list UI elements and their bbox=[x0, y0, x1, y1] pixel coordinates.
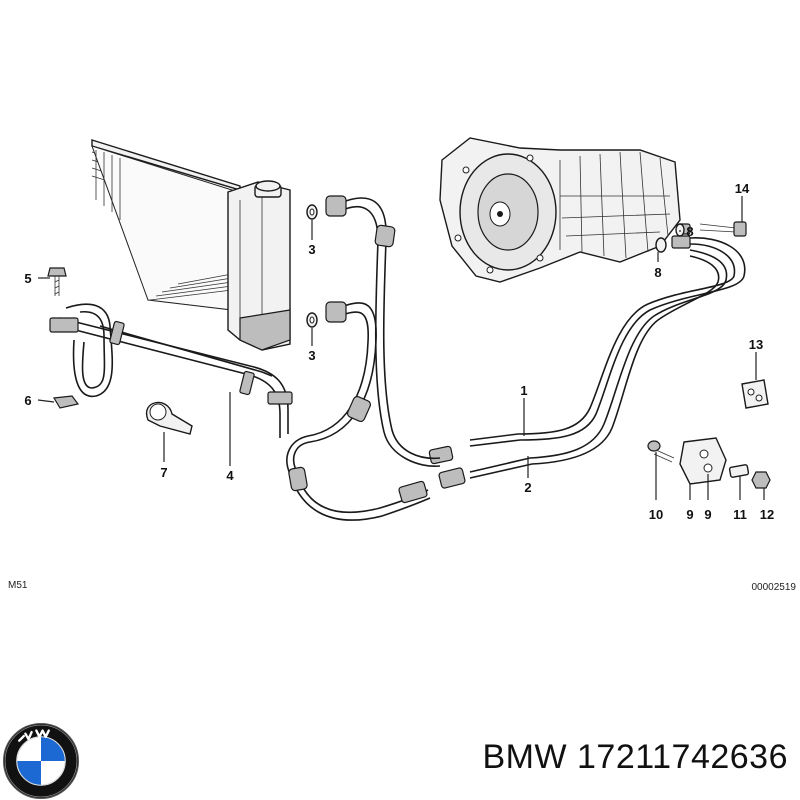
brand-name: BMW bbox=[482, 738, 568, 776]
callout-5: 5 bbox=[24, 271, 31, 286]
holder-bracket-9 bbox=[679, 437, 727, 485]
drawing-number: 00002519 bbox=[752, 582, 797, 593]
part-caption: BMW 17211742636 bbox=[482, 738, 788, 777]
callout-2: 2 bbox=[524, 480, 531, 495]
cooler-line-1 bbox=[469, 237, 746, 447]
callout-3-lower: 3 bbox=[308, 348, 315, 363]
leader-lines bbox=[37, 196, 765, 500]
callout-8-lower: 8 bbox=[654, 265, 661, 280]
hose-clamp-7 bbox=[145, 401, 193, 435]
hollow-bolt-14 bbox=[699, 221, 747, 237]
callout-4: 4 bbox=[226, 468, 234, 483]
transmission-housing bbox=[439, 137, 691, 283]
sealing-ring-3a bbox=[306, 204, 318, 220]
callout-9-right: 9 bbox=[704, 507, 711, 522]
callout-14: 14 bbox=[735, 181, 750, 196]
bushing-11 bbox=[728, 464, 750, 478]
callout-7: 7 bbox=[160, 465, 167, 480]
callout-3-upper: 3 bbox=[308, 242, 315, 257]
callout-12: 12 bbox=[760, 507, 774, 522]
line-fittings bbox=[428, 445, 466, 489]
callout-1: 1 bbox=[520, 383, 527, 398]
callout-13: 13 bbox=[749, 337, 763, 352]
callout-8-upper: 8 bbox=[686, 224, 693, 239]
clip-nut-6 bbox=[53, 395, 80, 409]
parts-diagram: 1 2 3 3 4 5 6 7 8 8 9 9 10 11 12 13 14 M… bbox=[8, 137, 797, 593]
clip-13 bbox=[741, 379, 769, 409]
sealing-ring-3b bbox=[306, 312, 318, 328]
callout-6: 6 bbox=[24, 393, 31, 408]
callout-labels: 1 2 3 3 4 5 6 7 8 8 9 9 10 11 12 13 14 bbox=[24, 181, 774, 522]
callout-9-left: 9 bbox=[686, 507, 693, 522]
model-code: M51 bbox=[8, 580, 28, 591]
callout-11: 11 bbox=[733, 507, 747, 522]
bolt-10 bbox=[647, 440, 675, 463]
bmw-roundel-icon bbox=[2, 722, 80, 800]
part-number: 17211742636 bbox=[577, 738, 788, 776]
sealing-ring-8a bbox=[655, 237, 667, 253]
cooler-pipe-4 bbox=[49, 303, 293, 438]
cooler-line-2 bbox=[469, 249, 728, 479]
radiator-cooler bbox=[91, 139, 291, 351]
bolt-5 bbox=[47, 267, 67, 296]
nut-12 bbox=[751, 471, 771, 489]
callout-10: 10 bbox=[649, 507, 663, 522]
radiator-hoses bbox=[286, 195, 441, 521]
